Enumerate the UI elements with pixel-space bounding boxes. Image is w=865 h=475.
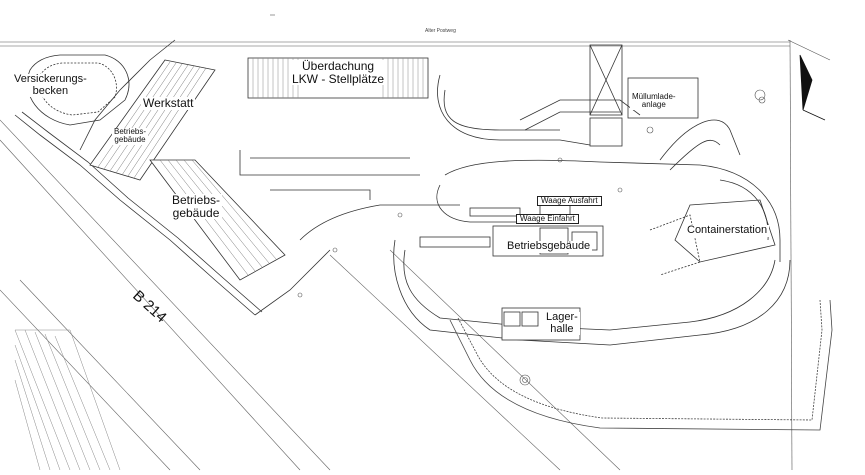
label-betriebsgebaeude-left: Betriebs- gebäude xyxy=(170,193,223,220)
label-muellumladeanlage: Müllumlade- anlage xyxy=(630,92,678,110)
label-waage-einfahrt: Waage Einfahrt xyxy=(516,214,579,225)
hatched-parcel-bottom-left xyxy=(14,329,121,471)
street-name-top: Alter Postweg xyxy=(425,28,456,34)
label-lagerhalle: Lager- halle xyxy=(544,311,580,336)
site-boundary-left xyxy=(14,39,331,316)
label-versickerungsbecken: Versickerungs- becken xyxy=(12,73,89,98)
betriebsgebaeude-left-building xyxy=(149,159,286,281)
label-betriebsgebaeude-center: Betriebsgebäude xyxy=(505,240,593,253)
property-line-right xyxy=(789,39,793,471)
label-betriebsgebaeude-small: Betriebs- gebäude xyxy=(112,127,149,145)
north-arrow-icon xyxy=(799,54,826,121)
werkstatt-building xyxy=(89,59,216,181)
label-werkstatt: Werkstatt xyxy=(141,96,196,110)
containerstation-building xyxy=(649,199,776,276)
tree-markers xyxy=(297,89,766,386)
versickerungsbecken-outline xyxy=(27,54,130,126)
label-containerstation: Containerstation xyxy=(685,224,770,237)
label-waage-ausfahrt: Waage Ausfahrt xyxy=(537,196,602,207)
label-ueberdachung: Überdachung LKW - Stellplätze xyxy=(290,59,387,86)
road-b214-lines xyxy=(0,119,621,471)
property-line-corner xyxy=(787,39,831,61)
muellumladeanlage-building xyxy=(589,44,699,147)
path-bottom xyxy=(449,299,833,431)
internal-roads xyxy=(239,74,791,346)
